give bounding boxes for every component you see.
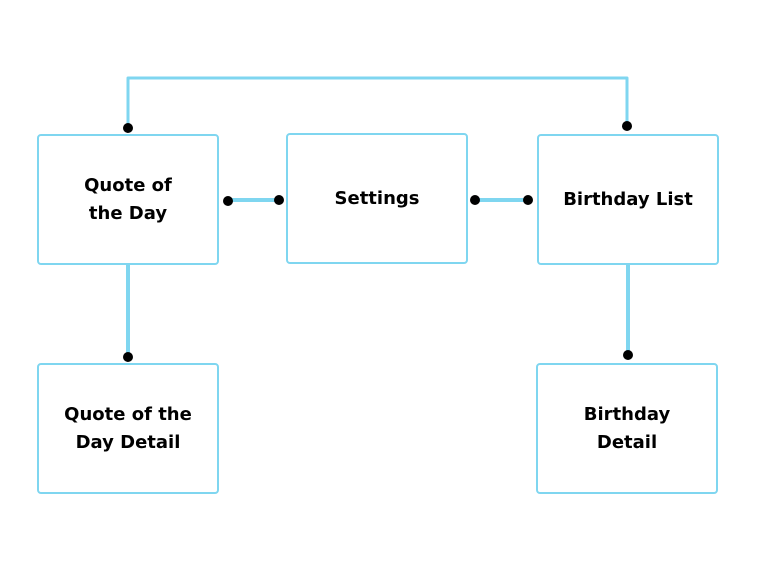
connector-dot (523, 195, 533, 205)
node-label: Quote of the Day (84, 174, 172, 224)
node-birthday-detail[interactable]: Birthday Detail (536, 363, 718, 494)
node-label: Birthday List (563, 188, 693, 210)
connector-dot (622, 121, 632, 131)
node-quote-of-the-day[interactable]: Quote of the Day (37, 134, 219, 265)
connector-dot (123, 123, 133, 133)
node-label: Settings (334, 187, 420, 209)
node-label: Birthday Detail (583, 403, 671, 453)
connector-dot (470, 195, 480, 205)
node-quote-of-the-day-detail[interactable]: Quote of the Day Detail (37, 363, 219, 494)
node-birthday-list[interactable]: Birthday List (537, 134, 719, 265)
connector-dot (274, 195, 284, 205)
node-label: Quote of the Day Detail (64, 403, 192, 453)
connector-dot (623, 350, 633, 360)
connector-dot (223, 196, 233, 206)
node-settings[interactable]: Settings (286, 133, 468, 264)
connector-dot (123, 352, 133, 362)
connector-quote-to-birthday-list (126, 76, 629, 128)
